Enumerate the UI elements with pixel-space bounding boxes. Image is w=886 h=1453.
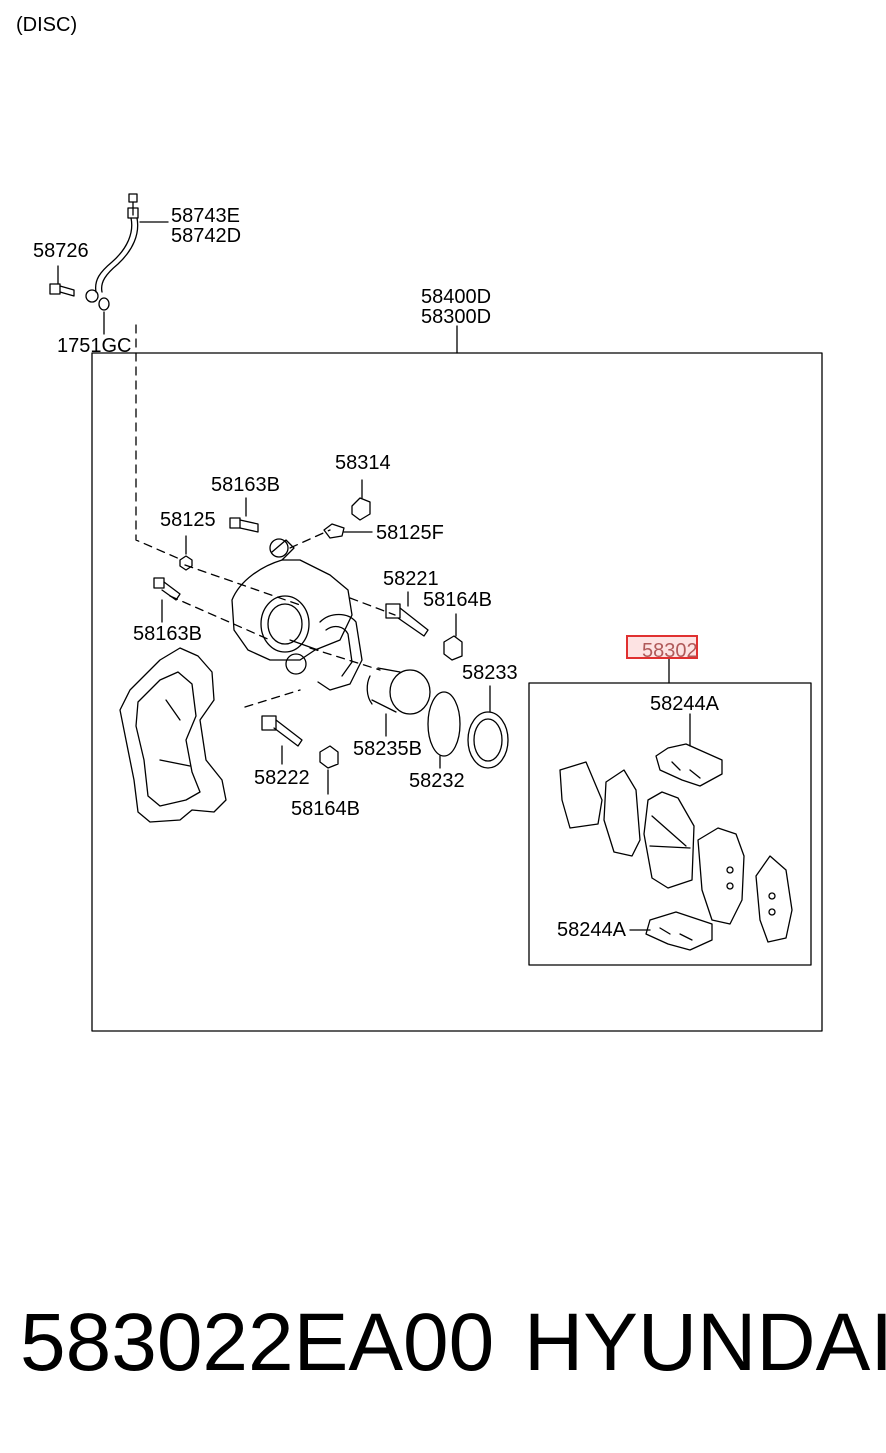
shim-58244a-top — [655, 713, 723, 787]
diagram-section-title: (DISC) — [16, 14, 78, 36]
shim-58244a-bottom — [629, 911, 713, 951]
bleeder-screw-58125 — [179, 535, 193, 571]
label-58244a-top: 58244A — [650, 693, 719, 715]
bolt-58163b-lower — [153, 577, 181, 623]
brand-name: HYUNDAI — [524, 1297, 886, 1388]
dust-seal-58233 — [467, 685, 509, 769]
label-58233: 58233 — [462, 662, 518, 684]
label-58222: 58222 — [254, 767, 310, 789]
label-58164b-lower: 58164B — [291, 798, 360, 820]
bleeder-screw-58125f — [323, 523, 373, 539]
label-58125: 58125 — [160, 509, 216, 531]
label-58235b: 58235B — [353, 738, 422, 760]
caliper-body — [231, 538, 363, 691]
boot-58164b-lower — [319, 745, 339, 795]
boot-58164b-upper — [443, 613, 463, 661]
piston-seal-58232 — [427, 691, 461, 769]
label-58726: 58726 — [33, 240, 89, 262]
label-58742d: 58742D — [171, 225, 242, 247]
bolt-58726 — [49, 265, 75, 297]
guide-pin-58221 — [385, 591, 429, 637]
washer-1751gc — [98, 297, 110, 311]
label-58244a-bottom: 58244A — [557, 919, 626, 941]
piston-58235b — [366, 667, 431, 737]
label-58221: 58221 — [383, 568, 439, 590]
caliper-bracket — [119, 647, 227, 823]
brake-hose — [85, 193, 169, 303]
label-58314: 58314 — [335, 452, 391, 474]
brake-pads — [559, 761, 793, 943]
highlighted-part-58302[interactable]: 58302 — [626, 635, 698, 662]
label-58125f: 58125F — [376, 522, 444, 544]
label-58163b-lower: 58163B — [133, 623, 202, 645]
part-number: 583022EA00 — [20, 1297, 495, 1388]
label-58400d: 58400D — [421, 286, 492, 308]
label-58302: 58302 — [642, 640, 698, 662]
label-58300d: 58300D — [421, 306, 492, 328]
label-1751gc: 1751GC — [57, 335, 132, 357]
bleeder-cap-58314 — [351, 479, 371, 521]
bolt-58163b-upper — [229, 497, 259, 533]
guide-pin-58222 — [261, 715, 303, 765]
pad-kit-box — [528, 682, 812, 966]
label-58163b-upper: 58163B — [211, 474, 280, 496]
label-58743e: 58743E — [171, 205, 240, 227]
label-58232: 58232 — [409, 770, 465, 792]
label-58164b-upper: 58164B — [423, 589, 492, 611]
